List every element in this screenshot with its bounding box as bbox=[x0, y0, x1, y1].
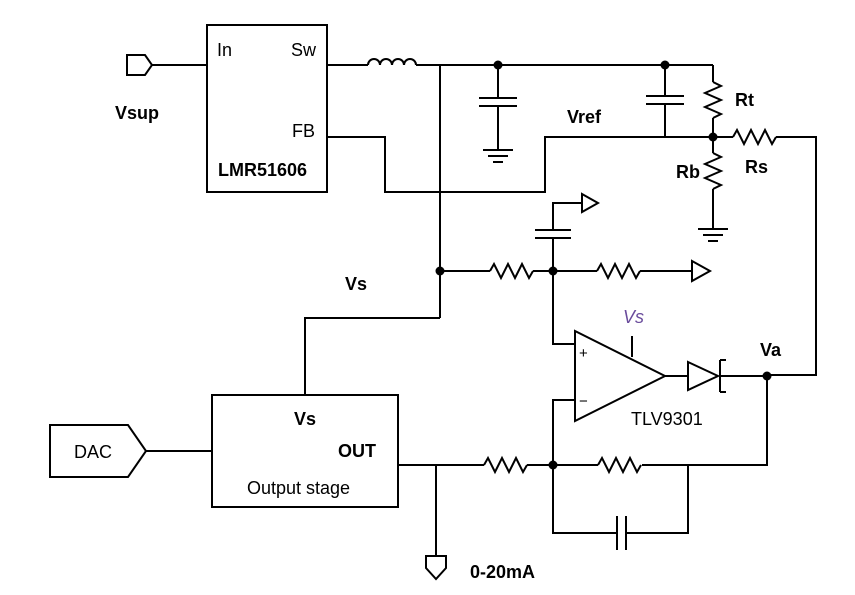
rb-label: Rb bbox=[676, 162, 700, 182]
wire-ref-to-plus bbox=[552, 271, 575, 345]
regulator-pin-in: In bbox=[217, 40, 232, 60]
rt-label: Rt bbox=[735, 90, 754, 110]
resistor-rs bbox=[732, 127, 777, 147]
wire-filter-cap-top bbox=[552, 202, 582, 230]
resistor-feedback bbox=[597, 455, 642, 475]
wire-fb bbox=[327, 136, 713, 193]
wire-minus-input bbox=[552, 399, 575, 465]
rs-label: Rs bbox=[745, 157, 768, 177]
regulator-part-label: LMR51606 bbox=[218, 160, 307, 180]
opamp-part-label: TLV9301 bbox=[631, 409, 703, 429]
vsup-label: Vsup bbox=[115, 103, 159, 123]
resistor-rb bbox=[702, 152, 724, 190]
vs-net-label: Vs bbox=[345, 274, 367, 294]
dac-label: DAC bbox=[74, 442, 112, 462]
ground-icon bbox=[698, 228, 728, 242]
resistor-sense-input bbox=[483, 455, 528, 475]
wire-vs-to-stage bbox=[304, 317, 440, 395]
wire-feedback-cap-right bbox=[626, 465, 689, 534]
opamp-supply-label: Vs bbox=[623, 307, 644, 327]
regulator-box bbox=[206, 24, 328, 193]
wire-feedback-cap-left bbox=[552, 465, 617, 534]
ground-port-icon bbox=[581, 192, 601, 214]
output-stage-box bbox=[211, 394, 399, 508]
vref-label: Vref bbox=[567, 107, 602, 127]
resistor-rt bbox=[702, 81, 724, 119]
output-stage-vs-label: Vs bbox=[294, 409, 316, 429]
diode bbox=[687, 360, 721, 392]
resistor-divider-top bbox=[489, 261, 534, 281]
wire-va-to-sense bbox=[642, 376, 768, 466]
regulator-pin-sw: Sw bbox=[291, 40, 317, 60]
output-current-label: 0-20mA bbox=[470, 562, 535, 582]
output-stage-name: Output stage bbox=[247, 478, 350, 498]
wire-rs-to-va bbox=[767, 136, 817, 376]
dac-port-symbol bbox=[49, 424, 148, 478]
vsup-port-symbol bbox=[126, 54, 154, 76]
inductor bbox=[367, 58, 417, 66]
opamp-symbol bbox=[574, 329, 668, 423]
output-stage-out-label: OUT bbox=[338, 441, 376, 461]
ground-port-icon bbox=[691, 259, 713, 283]
resistor-divider-bottom bbox=[596, 261, 641, 281]
opamp-minus: − bbox=[579, 393, 588, 410]
ground-icon bbox=[483, 149, 513, 163]
opamp-plus: + bbox=[579, 345, 588, 362]
output-port-symbol bbox=[425, 555, 447, 581]
regulator-pin-fb: FB bbox=[292, 121, 315, 141]
va-net-label: Va bbox=[760, 340, 782, 360]
